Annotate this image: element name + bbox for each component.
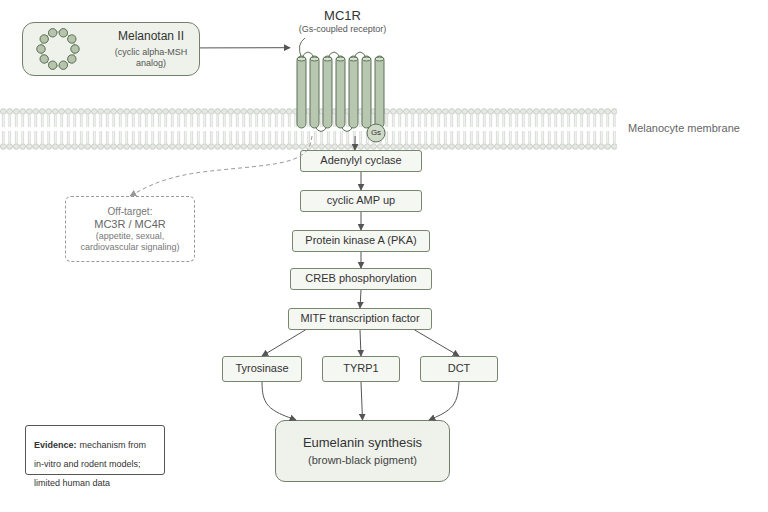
peptide-bead [68, 55, 76, 63]
peptide-bead [37, 45, 45, 53]
process-box: Tyrosinase [222, 356, 302, 382]
helix-top [323, 57, 332, 61]
process-box: DCT [420, 356, 498, 382]
peptide-ring [37, 29, 79, 70]
node-title: MITF transcription factor [300, 312, 419, 325]
process-box: MITF transcription factor [288, 308, 432, 330]
helix-top [349, 57, 358, 61]
node-title: Off-target: [108, 206, 153, 218]
arrow-connector [361, 252, 362, 268]
arrow-connector [360, 330, 361, 356]
node-subtitle: (cyclic alpha-MSH analog) [103, 47, 199, 69]
process-box: Adenylyl cyclase [300, 150, 422, 172]
node-title: Eumelanin synthesis [303, 435, 422, 451]
helix-top [336, 57, 345, 61]
n-terminus [299, 38, 305, 58]
node-subtitle: MC3R / MC4R [94, 218, 166, 231]
helix-top [375, 57, 384, 61]
receptor-helix [297, 56, 306, 128]
arrow-connector [354, 136, 355, 150]
peptide-bead [49, 61, 57, 69]
peptide-bead [40, 55, 48, 63]
receptor-loop [328, 52, 341, 58]
circle-shape [367, 124, 385, 142]
receptor-loop [315, 126, 328, 132]
node-title: Tyrosinase [235, 362, 288, 375]
node-title: Adenylyl cyclase [320, 154, 401, 167]
receptor-loop [302, 52, 315, 58]
receptor: MC1R(Gs-coupled receptor) [290, 8, 395, 136]
lipid-bilayer [0, 106, 617, 152]
receptor-loop [341, 126, 354, 132]
peptide-bead [59, 61, 67, 69]
process-box: cyclic AMP up [300, 190, 422, 212]
receptor-helix [375, 56, 384, 128]
helix-top [310, 57, 319, 61]
node-title: cyclic AMP up [327, 194, 395, 207]
arrow-connector [361, 382, 363, 420]
arrow-connector [200, 47, 290, 48]
peptide-bead [68, 35, 76, 43]
receptor-illustration [297, 38, 384, 134]
helix-top [362, 57, 371, 61]
ring-backbone [41, 32, 75, 66]
node-subtitle: (appetite, sexual, cardiovascular signal… [72, 231, 188, 253]
peptide-bead [71, 45, 79, 53]
receptor-helix [349, 56, 358, 128]
node-title: Evidence: [34, 440, 77, 450]
node-title: DCT [448, 362, 471, 375]
peptide-bead [49, 29, 57, 37]
evidence-note: Evidence:mechanism from in-vitro and rod… [25, 425, 165, 475]
arrow-connector [415, 330, 459, 356]
node-subtitle: (Gs-coupled receptor) [299, 24, 387, 35]
peptide-bead [40, 35, 48, 43]
receptor-helix [336, 56, 345, 128]
compound-box: Melanotan II (cyclic alpha-MSH analog) [22, 22, 200, 76]
structure-label: Melanocyte membrane [628, 122, 740, 134]
receptor-loop [354, 52, 367, 58]
arrow-connector [361, 212, 362, 230]
node-title: Gs [371, 128, 381, 138]
arrow-connector [361, 172, 362, 190]
arrow-connector [262, 382, 296, 420]
arrow-connector [360, 290, 361, 308]
peptide-bead [59, 29, 67, 37]
node-title: Protein kinase A (PKA) [305, 234, 416, 247]
process-box: CREB phosphorylation [290, 268, 432, 290]
receptor-helix [323, 56, 332, 128]
arrow-connector [429, 382, 459, 420]
process-box: Protein kinase A (PKA) [292, 230, 430, 252]
receptor-helix [362, 56, 371, 128]
g-protein-circle: Gs [366, 123, 386, 143]
node-title: TYRP1 [343, 362, 378, 375]
node-title: MC1R [324, 8, 361, 24]
node-subtitle: (brown-black pigment) [308, 454, 417, 467]
result-box: Eumelanin synthesis (brown-black pigment) [275, 420, 450, 482]
off-target-box: Off-target:MC3R / MC4R(appetite, sexual,… [65, 196, 195, 262]
receptor-helix [310, 56, 319, 128]
helix-top [297, 57, 306, 61]
dashed-connector [130, 136, 312, 196]
process-box: TYRP1 [322, 356, 400, 382]
arrow-connector [262, 330, 305, 356]
node-title: Melanotan II [118, 29, 184, 43]
node-title: CREB phosphorylation [305, 272, 416, 285]
